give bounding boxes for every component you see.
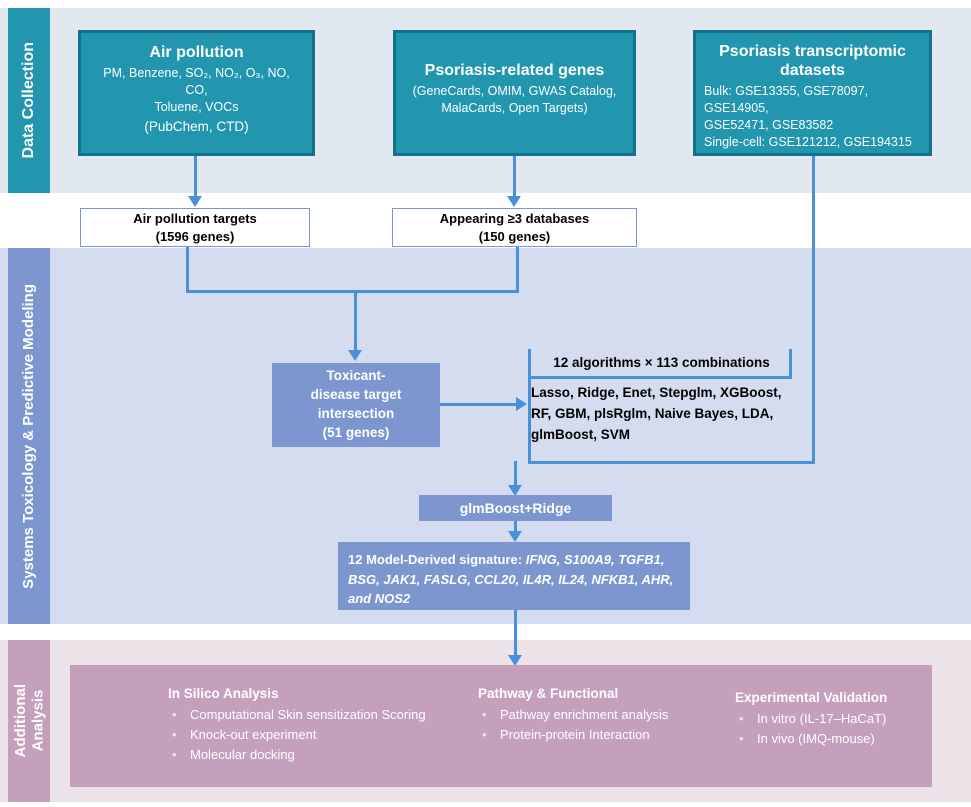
node-transcriptomic-datasets-line1: Bulk: GSE13355, GSE78097, GSE14905, <box>704 84 868 116</box>
connector-merge-horizontal <box>186 290 519 293</box>
side-tab-systems-toxicology: Systems Toxicology & Predictive Modeling <box>8 248 50 624</box>
additional-column-experimental-validation: Experimental Validation In vitro (IL-17–… <box>735 690 955 749</box>
node-air-pollution-title: Air pollution <box>149 44 244 61</box>
additional-column-in-silico-heading: In Silico Analysis <box>168 686 279 701</box>
algorithms-frame-bottom <box>528 461 815 464</box>
node-transcriptomic-datasets-line2: GSE52471, GSE83582 <box>704 118 834 133</box>
additional-column-in-silico: In Silico Analysis Computational Skin se… <box>168 686 468 766</box>
node-toxicant-disease-intersection: Toxicant- disease target intersection (5… <box>272 363 440 447</box>
additional-column-experimental-validation-list: In vitro (IL-17–HaCaT) In vivo (IMQ-mous… <box>735 709 955 749</box>
arrowhead-algorithms-to-best-model <box>508 485 522 496</box>
node-psoriasis-genes-line2: MalaCards, Open Targets) <box>441 101 588 116</box>
node-air-pollution-targets: Air pollution targets (1596 genes) <box>80 208 310 247</box>
algorithms-header-label: 12 algorithms × 113 combinations <box>553 355 770 370</box>
side-tab-systems-toxicology-label: Systems Toxicology & Predictive Modeling <box>20 283 38 589</box>
arrowhead-signature-to-additional <box>508 655 522 666</box>
arrowhead-air-to-targets <box>188 196 202 207</box>
node-model-signature: 12 Model-Derived signature: IFNG, S100A9… <box>338 542 690 610</box>
side-tab-additional-analysis: Additional Analysis <box>8 640 50 802</box>
arrowhead-intersection-to-algorithms <box>516 397 527 411</box>
connector-algorithms-to-best-model <box>514 461 517 487</box>
additional-column-experimental-validation-heading: Experimental Validation <box>735 690 888 705</box>
algorithms-frame-left <box>528 376 531 464</box>
node-air-pollution-targets-count: (1596 genes) <box>155 228 235 244</box>
connector-signature-to-additional <box>514 610 517 662</box>
algorithms-list-line1: Lasso, Ridge, Enet, Stepglm, XGBoost, <box>531 385 782 400</box>
node-best-model: glmBoost+Ridge <box>419 495 612 521</box>
additional-column-pathway-functional-list: Pathway enrichment analysis Protein-prot… <box>478 705 728 745</box>
node-appearing-databases-count: (150 genes) <box>478 228 551 244</box>
list-item: Protein-protein Interaction <box>478 725 728 745</box>
arrowhead-genes-to-appearing <box>507 196 521 207</box>
node-intersection-line1: Toxicant- <box>326 368 386 384</box>
algorithms-list-line2: RF, GBM, plsRglm, Naive Bayes, LDA, <box>531 405 774 421</box>
node-air-pollution: Air pollution PM, Benzene, SO₂, NO₂, O₃,… <box>78 30 315 156</box>
algorithms-header: 12 algorithms × 113 combinations <box>531 349 792 376</box>
node-air-pollution-line1: PM, Benzene, SO₂, NO₂, O₃, NO, CO, <box>103 66 290 98</box>
connector-appearing-down <box>516 247 519 293</box>
list-item: Computational Skin sensitization Scoring <box>168 705 468 725</box>
node-psoriasis-genes-title: Psoriasis-related genes <box>424 62 605 79</box>
node-transcriptomic-datasets-title: Psoriasis transcriptomic datasets <box>719 43 906 80</box>
additional-column-pathway-functional-heading: Pathway & Functional <box>478 686 619 701</box>
connector-genes-to-appearing <box>513 156 516 198</box>
connector-intersection-to-algorithms <box>440 403 518 406</box>
node-intersection-line2: disease target <box>310 387 402 403</box>
list-item: Pathway enrichment analysis <box>478 705 728 725</box>
node-intersection-count: (51 genes) <box>322 424 390 440</box>
node-air-pollution-targets-title: Air pollution targets <box>133 210 257 226</box>
node-air-pollution-line2: Toluene, VOCs <box>154 99 239 114</box>
connector-targets-down <box>186 247 189 293</box>
list-item: In vitro (IL-17–HaCaT) <box>735 709 955 729</box>
node-psoriasis-genes: Psoriasis-related genes (GeneCards, OMIM… <box>393 30 636 156</box>
list-item: In vivo (IMQ-mouse) <box>735 729 955 749</box>
algorithms-list-line3: glmBoost, SVM <box>531 426 631 442</box>
node-transcriptomic-datasets-line3: Single-cell: GSE121212, GSE194315 <box>704 135 912 149</box>
side-tab-additional-analysis-label: Additional Analysis <box>11 684 46 758</box>
algorithms-frame-header-right <box>789 349 792 379</box>
algorithms-frame-header-bottom <box>528 376 792 379</box>
arrowhead-merge-to-intersection <box>348 350 362 361</box>
list-item: Molecular docking <box>168 745 468 765</box>
side-tab-data-collection-label: Data Collection <box>19 42 37 159</box>
node-model-signature-genes: IFNG, S100A9, TGFB1, BSG, JAK1, FASLG, C… <box>348 552 674 606</box>
connector-best-model-to-signature <box>514 521 517 533</box>
additional-column-in-silico-list: Computational Skin sensitization Scoring… <box>168 705 468 766</box>
node-air-pollution-line3: (PubChem, CTD) <box>144 118 249 134</box>
node-appearing-databases-title: Appearing ≥3 databases <box>439 210 590 226</box>
node-intersection-line3: intersection <box>317 406 395 421</box>
connector-merge-to-intersection <box>354 290 357 352</box>
node-transcriptomic-datasets: Psoriasis transcriptomic datasets Bulk: … <box>693 30 932 156</box>
node-model-signature-prefix: 12 Model-Derived signature: <box>348 552 526 567</box>
algorithms-list: Lasso, Ridge, Enet, Stepglm, XGBoost, RF… <box>531 383 821 446</box>
node-psoriasis-genes-line1: (GeneCards, OMIM, GWAS Catalog, <box>412 84 617 99</box>
node-appearing-databases: Appearing ≥3 databases (150 genes) <box>392 208 637 247</box>
node-best-model-label: glmBoost+Ridge <box>459 500 572 516</box>
side-tab-data-collection: Data Collection <box>8 8 50 193</box>
list-item: Knock-out experiment <box>168 725 468 745</box>
connector-air-to-targets <box>194 156 197 198</box>
arrowhead-best-model-to-signature <box>508 531 522 542</box>
connector-datasets-into-algorithms <box>789 461 815 464</box>
algorithms-frame-header-left <box>528 349 531 379</box>
connector-datasets-right-vertical <box>812 156 815 463</box>
additional-column-pathway-functional: Pathway & Functional Pathway enrichment … <box>478 686 728 745</box>
